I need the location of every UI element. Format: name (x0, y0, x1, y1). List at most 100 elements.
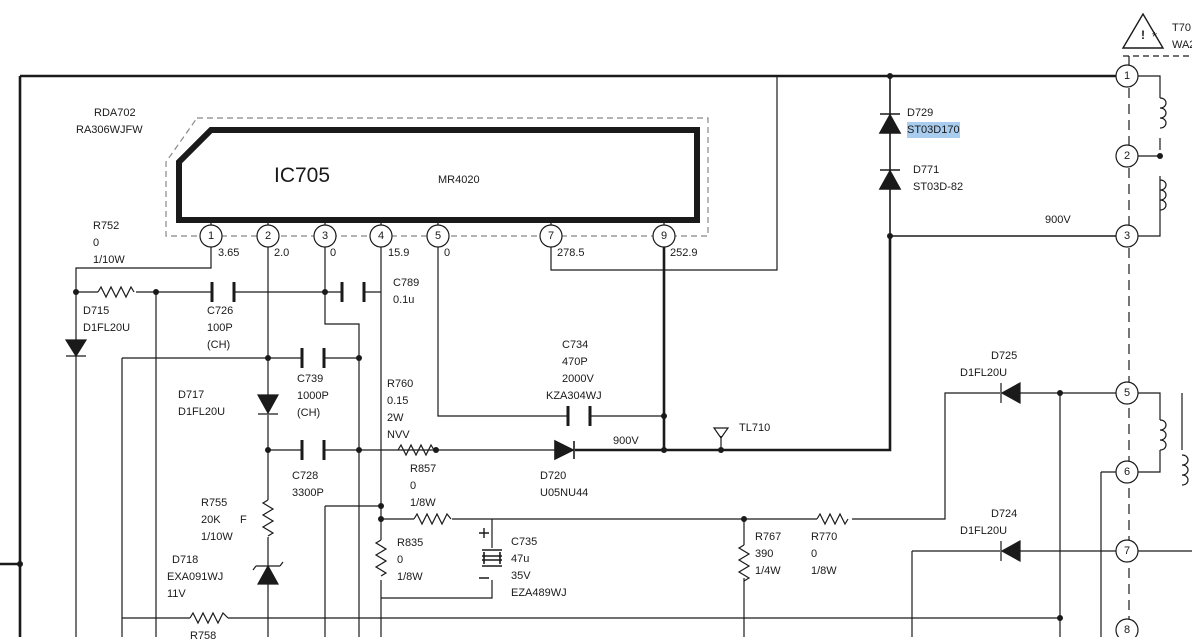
t-pin-3-circle (1115, 224, 1139, 248)
t-pin-8: 8 (1124, 624, 1131, 636)
r770-ref: R770 (811, 531, 838, 543)
ic-pin-9: 9 (661, 230, 668, 242)
c739-ref: C739 (297, 373, 324, 385)
ic-pin-4-circle (369, 224, 393, 248)
primary-coil-lower (1159, 179, 1167, 211)
r857-rating: 1/8W (410, 497, 436, 509)
t-pin-1: 1 (1124, 70, 1131, 82)
c739-capacitor (300, 348, 326, 368)
r752-value: 0 (93, 237, 100, 249)
r760-rating: 2W (387, 412, 404, 424)
c789-capacitor (340, 282, 366, 302)
d729-part: ST03D170 (907, 122, 960, 138)
r835-ref: R835 (397, 537, 424, 549)
r770-rating: 1/8W (811, 565, 837, 577)
t-pin-7-circle (1115, 539, 1139, 563)
r835-value: 0 (397, 554, 404, 566)
t-pin-2-circle (1115, 144, 1139, 168)
secondary-coil (1159, 419, 1167, 451)
c735-plus-icon (479, 528, 489, 579)
transformer-part: WA2 (1172, 39, 1192, 51)
c734-ref: C734 (562, 339, 589, 351)
ic-pin-9-circle (652, 224, 676, 248)
d717-diode (256, 394, 280, 415)
net-900v-lower: 900V (613, 435, 639, 447)
ic-pin-3-voltage: 0 (330, 247, 337, 259)
t-pin-8-circle (1115, 618, 1139, 637)
c728-value: 3300P (292, 487, 324, 499)
ic-pin-7-voltage: 278.5 (557, 247, 585, 259)
d729-diode (878, 113, 902, 134)
r752-ref: R752 (93, 220, 120, 232)
d724-part: D1FL20U (960, 525, 1008, 537)
c734-voltage: 2000V (562, 373, 594, 385)
r835-rating: 1/8W (397, 571, 423, 583)
r758-resistor (189, 611, 229, 625)
t-pin-6-circle (1115, 460, 1139, 484)
r835-resistor (374, 539, 388, 577)
ic-pin-7-circle (539, 224, 563, 248)
t-pin-6: 6 (1124, 466, 1131, 478)
d720-part: U05NU44 (540, 487, 589, 499)
d717-part: D1FL20U (178, 406, 226, 418)
d729-ref: D729 (907, 107, 934, 119)
d715-diode (64, 339, 88, 358)
d718-ref: D718 (172, 554, 199, 566)
d715-part: D1FL20U (83, 322, 131, 334)
r857-resistor (413, 512, 452, 526)
r770-resistor (816, 512, 849, 526)
tl710-test-point (712, 427, 730, 440)
ic-pin-2-circle (256, 224, 280, 248)
d771-ref: D771 (913, 164, 940, 176)
r752-resistor (97, 285, 135, 299)
ic-pin-1: 1 (208, 230, 215, 242)
r857-value: 0 (410, 480, 417, 492)
primary-coil-upper (1159, 97, 1167, 129)
ic-pin-4: 4 (378, 230, 385, 242)
c735-ref: C735 (511, 536, 538, 548)
ic-socket-ref: RDA702 (94, 107, 136, 119)
c726-note: (CH) (207, 339, 231, 351)
c726-ref: C726 (207, 305, 234, 317)
c735-capacitor (482, 549, 502, 567)
ic-part: MR4020 (438, 174, 480, 186)
d718-part: EXA091WJ (167, 571, 224, 583)
t-pin-5: 5 (1124, 387, 1131, 399)
d724-ref: D724 (991, 508, 1018, 520)
t-pin-1-circle (1115, 64, 1139, 88)
r760-type: NVV (387, 429, 410, 441)
t-pin-2: 2 (1124, 150, 1131, 162)
r767-value: 390 (755, 548, 774, 560)
r760-resistor (397, 443, 435, 457)
c734-part: KZA304WJ (546, 390, 602, 402)
t-pin-3: 3 (1124, 230, 1131, 242)
c789-value: 0.1u (393, 294, 415, 306)
r767-resistor (737, 544, 751, 582)
c789-ref: C789 (393, 277, 420, 289)
r755-resistor (261, 499, 275, 537)
r857-ref: R857 (410, 463, 437, 475)
c739-value: 1000P (297, 390, 329, 402)
d725-part: D1FL20U (960, 367, 1008, 379)
d724-diode (1000, 539, 1021, 563)
ic-pin-3-circle (313, 224, 337, 248)
r755-flag: F (240, 514, 247, 526)
r755-ref: R755 (201, 497, 228, 509)
ic-pin-5: 5 (435, 230, 442, 242)
t-pin-5-circle (1115, 381, 1139, 405)
d725-diode (1000, 381, 1021, 405)
r758-ref: R758 (190, 630, 217, 642)
ic-pin-9-voltage: 252.9 (670, 247, 698, 259)
warning-exclamation: ! (1141, 28, 1145, 42)
r767-rating: 1/4W (755, 565, 781, 577)
d720-diode (554, 439, 575, 461)
ic-pin-1-circle (199, 224, 223, 248)
r760-value: 0.15 (387, 395, 409, 407)
ic-pin-2-voltage: 2.0 (274, 247, 290, 259)
r752-rating: 1/10W (93, 254, 125, 266)
transformer-ref: T70 (1172, 22, 1191, 34)
c734-value: 470P (562, 356, 588, 368)
ic-pin-7: 7 (548, 230, 555, 242)
secondary-coil-2 (1181, 454, 1189, 486)
